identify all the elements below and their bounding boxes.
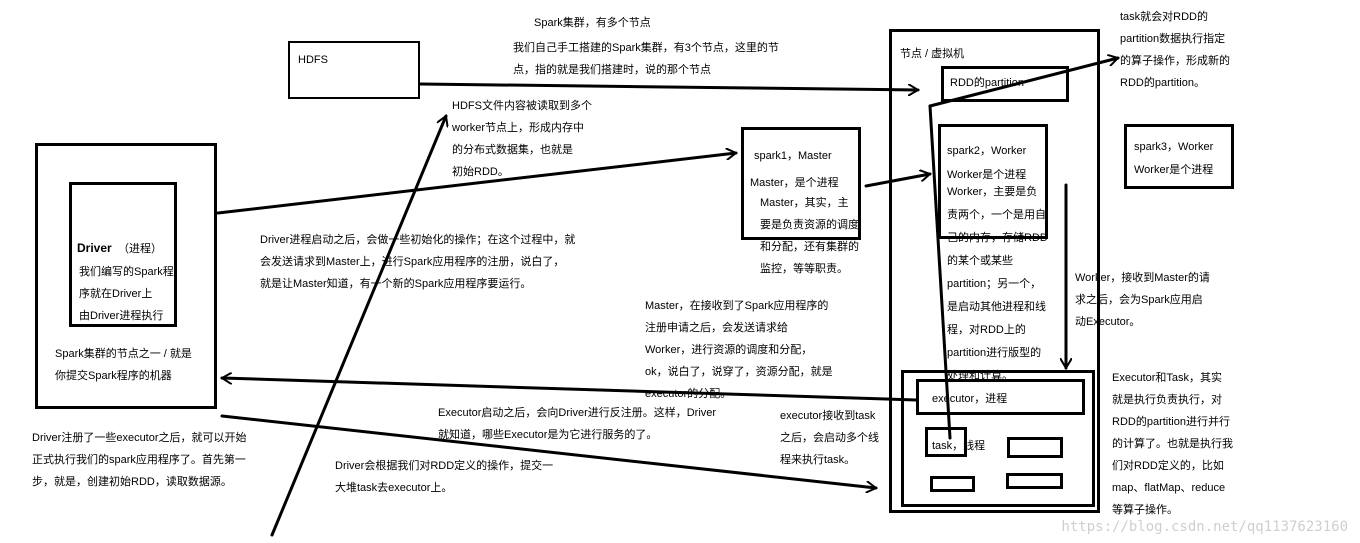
arrow-executor-to-driver (222, 378, 918, 402)
vm-node-label: 节点 / 虚拟机 (900, 48, 965, 60)
task-slot-box (930, 476, 975, 492)
spark1-note: Master，其实，主 要是负责资源的调度 和分配，还有集群的 监控，等等职责。 (760, 197, 859, 275)
spark3-worker-box: spark3，Worker Worker是个进程 (1124, 124, 1234, 189)
spark2-sub: Worker是个进程 (947, 169, 1027, 181)
spark1-title: spark1，Master (754, 150, 832, 162)
hdfs-note: HDFS文件内容被读取到多个 worker节点上，形成内存中 的分布式数据集，也… (452, 100, 592, 178)
spark3-title: spark3，Worker (1134, 141, 1214, 153)
arrow-driver-read-hdfs (270, 116, 446, 537)
task-slot-box (1006, 473, 1063, 489)
driver-register-note: Driver注册了一些executor之后，就可以开始 正式执行我们的spark… (32, 432, 247, 488)
task-slot-box (1007, 437, 1063, 458)
executor-register-note: Executor启动之后，会向Driver进行反注册。这样，Driver 就知道… (438, 407, 717, 441)
driver-title: Driver (77, 241, 112, 255)
worker-start-note: Worker，接收到Master的请 求之后，会为Spark应用启 动Execu… (1075, 272, 1210, 328)
rdd-partition-label: RDD的partition (950, 77, 1024, 89)
executor-label: executor，进程 (932, 393, 1008, 405)
driver-submit-note: Driver会根据我们对RDD定义的操作，提交一 大堆task去executor… (335, 460, 554, 494)
master-dispatch-note: Master，在接收到了Spark应用程序的 注册申请之后，会发送请求给 Wor… (645, 300, 833, 400)
driver-process-box: Driver （进程） 我们编写的Spark程 序就在Driver上 由Driv… (69, 182, 177, 327)
hdfs-label: HDFS (298, 54, 328, 66)
hdfs-box: HDFS (288, 41, 420, 99)
driver-node-box (35, 143, 217, 409)
driver-node-note: Spark集群的节点之一 / 就是 你提交Spark程序的机器 (55, 348, 192, 382)
line-task-to-rdd (928, 104, 952, 440)
spark3-sub: Worker是个进程 (1134, 164, 1214, 176)
spark2-note: Worker，主要是负 责两个，一个是用自 己的内存，存储RDD 的某个或某些 … (947, 186, 1048, 382)
executor-group-box (901, 370, 1095, 507)
task-label: task，线程 (932, 440, 986, 452)
vm-node-box: 节点 / 虚拟机 (889, 29, 1100, 513)
arrow-driver-to-master (216, 153, 736, 215)
driver-note: 我们编写的Spark程 序就在Driver上 由Driver进程执行 (79, 266, 174, 322)
watermark: https://blog.csdn.net/qq1137623160 (1061, 519, 1348, 535)
spark-cluster-title: Spark集群，有多个节点 (534, 17, 651, 29)
task-box: task，线程 (925, 427, 985, 457)
spark-cluster-note: 我们自己手工搭建的Spark集群，有3个节点，这里的节 点，指的就是我们搭建时，… (513, 42, 779, 76)
arrow-hdfs-to-rdd (418, 82, 918, 90)
arrow-master-to-worker (864, 174, 930, 188)
spark2-title: spark2，Worker (947, 145, 1027, 157)
executor-task-desc: Executor和Task，其实 就是执行负责执行，对 RDD的partitio… (1112, 372, 1233, 516)
task-rdd-note: task就会对RDD的 partition数据执行指定 的算子操作，形成新的 R… (1120, 11, 1230, 89)
executor-task-note: executor接收到task 之后，会启动多个线 程来执行task。 (780, 410, 879, 466)
arrow-driver-to-executor (220, 414, 876, 488)
driver-start-note: Driver进程启动之后，会做一些初始化的操作；在这个过程中，就 会发送请求到M… (260, 234, 576, 290)
spark1-sub: Master，是个进程 (750, 177, 839, 189)
driver-process-suffix: （进程） (118, 243, 162, 255)
rdd-partition-box: RDD的partition (941, 66, 1069, 102)
spark1-master-box: spark1，Master Master，是个进程 (741, 127, 861, 240)
executor-box: executor，进程 (916, 379, 1085, 415)
spark2-worker-box: spark2，Worker Worker是个进程 (938, 124, 1048, 239)
arrow-rdd-to-new-rdd (928, 58, 1118, 108)
